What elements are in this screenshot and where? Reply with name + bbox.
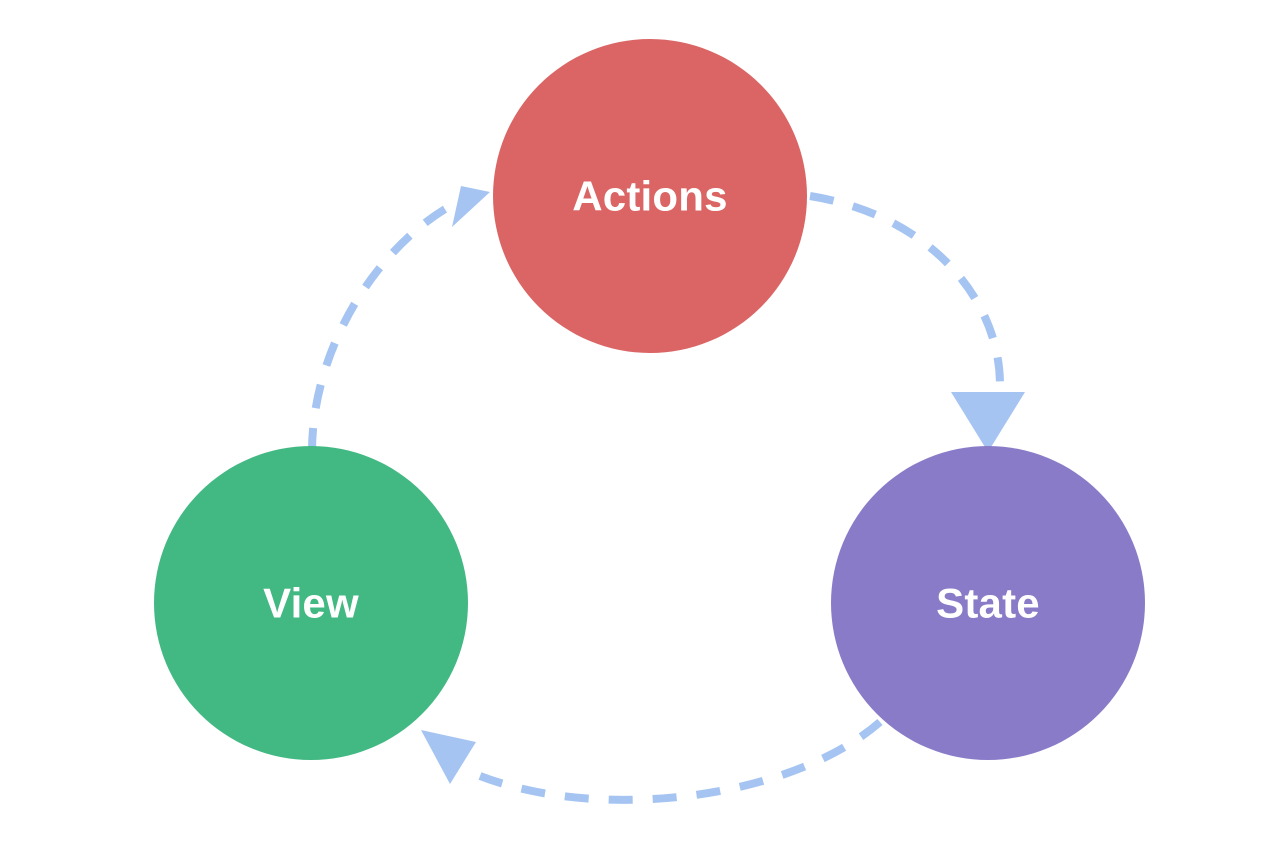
edge-actions-to-state bbox=[809, 192, 1025, 452]
node-actions-label: Actions bbox=[572, 173, 727, 220]
arrow-head-icon-to-view bbox=[421, 730, 476, 784]
node-state[interactable]: State bbox=[831, 446, 1145, 760]
node-state-circle[interactable] bbox=[831, 446, 1145, 760]
node-view-label: View bbox=[263, 580, 359, 627]
edge-view-to-actions-arc bbox=[308, 201, 454, 453]
edge-view-to-actions bbox=[308, 186, 490, 453]
node-view[interactable]: View bbox=[154, 446, 468, 760]
node-actions[interactable]: Actions bbox=[493, 39, 807, 353]
arrow-head-icon-to-state bbox=[951, 392, 1025, 452]
node-actions-circle[interactable] bbox=[493, 39, 807, 353]
node-state-label: State bbox=[936, 580, 1040, 627]
edge-actions-to-state-arc bbox=[809, 192, 1004, 386]
edge-state-to-view-arc bbox=[478, 718, 883, 804]
edge-state-to-view bbox=[421, 718, 883, 804]
arrow-head-icon-to-actions bbox=[452, 186, 490, 227]
node-view-circle[interactable] bbox=[154, 446, 468, 760]
